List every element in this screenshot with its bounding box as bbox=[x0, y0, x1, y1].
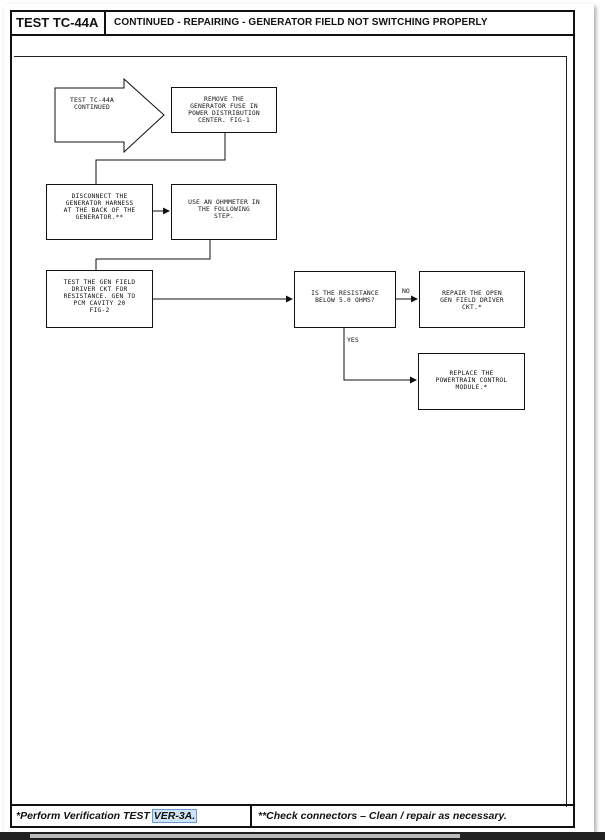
footer-verification-text: *Perform Verification TEST bbox=[16, 810, 153, 822]
page-title: CONTINUED - REPAIRING - GENERATOR FIELD … bbox=[114, 17, 488, 28]
flowchart-connectors bbox=[95, 132, 418, 384]
content-frame bbox=[14, 56, 567, 807]
bottom-strip-track bbox=[30, 834, 460, 838]
edge-label-no: NO bbox=[402, 287, 410, 295]
verification-test-link[interactable]: VER-3A. bbox=[151, 809, 198, 823]
test-id-label: TEST TC-44A bbox=[12, 12, 106, 34]
footer-connector-note: **Check connectors – Clean / repair as n… bbox=[258, 810, 507, 822]
connector-ohmmeter-to-test bbox=[95, 240, 211, 270]
bottom-scroll-strip bbox=[0, 832, 605, 840]
page-header: TEST TC-44A CONTINUED - REPAIRING - GENE… bbox=[12, 12, 573, 36]
step-use-ohmmeter: USE AN OHMMETER IN THE FOLLOWING STEP. bbox=[171, 184, 277, 240]
edge-label-yes: YES bbox=[347, 336, 359, 344]
step-remove-fuse: REMOVE THE GENERATOR FUSE IN POWER DISTR… bbox=[171, 87, 277, 133]
step-disconnect-harness: DISCONNECT THE GENERATOR HARNESS AT THE … bbox=[46, 184, 153, 240]
step-repair-open-circuit: REPAIR THE OPEN GEN FIELD DRIVER CKT.* bbox=[419, 271, 525, 328]
diagnostic-page: TEST TC-44A CONTINUED - REPAIRING - GENE… bbox=[10, 10, 575, 828]
connector-decision-yes bbox=[343, 328, 417, 384]
start-arrow-shape bbox=[54, 78, 165, 154]
connector-fuse-to-disconnect bbox=[95, 132, 226, 184]
footer-verification-note: *Perform Verification TEST VER-3A. bbox=[12, 806, 252, 826]
start-arrow-label: TEST TC-44A CONTINUED bbox=[70, 97, 114, 111]
step-replace-pcm: REPLACE THE POWERTRAIN CONTROL MODULE.* bbox=[418, 353, 525, 410]
decision-resistance-check: IS THE RESISTANCE BELOW 5.0 OHMS? bbox=[294, 271, 396, 328]
page-footer: *Perform Verification TEST VER-3A. **Che… bbox=[12, 804, 573, 826]
step-test-gen-field: TEST THE GEN FIELD DRIVER CKT FOR RESIST… bbox=[46, 270, 153, 328]
